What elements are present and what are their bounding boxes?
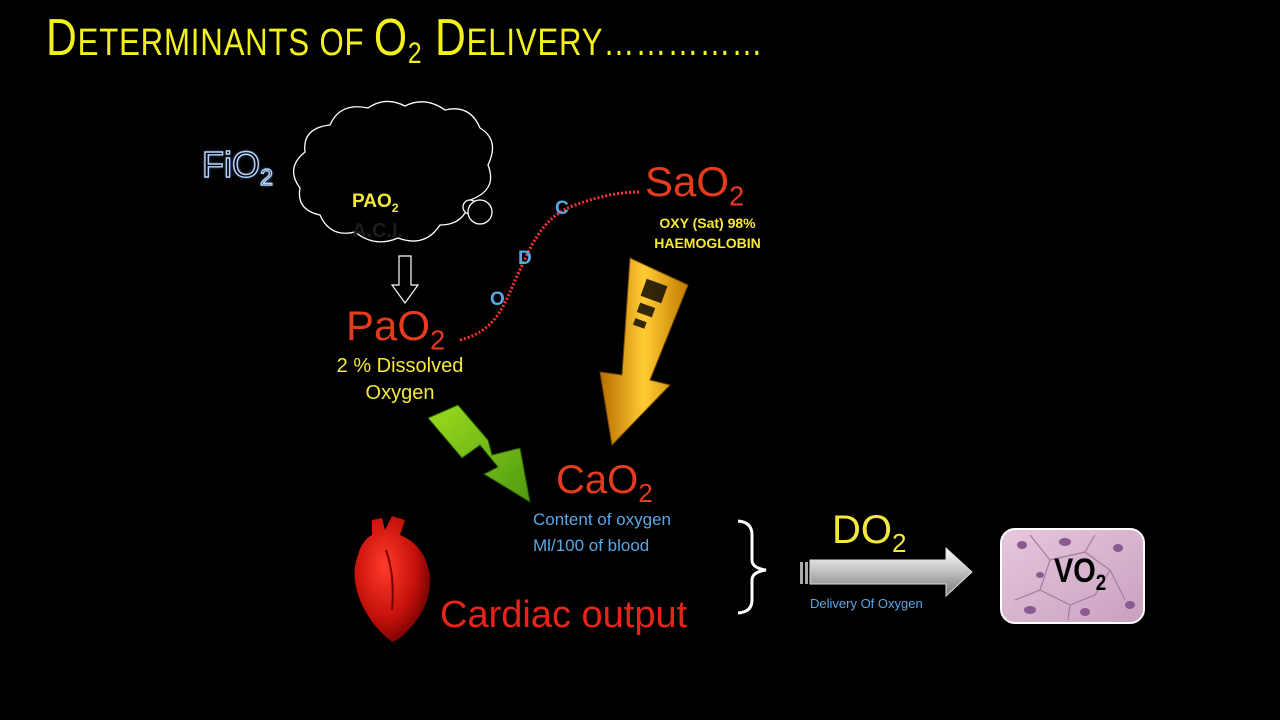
curve-letter-d: D (518, 248, 532, 269)
pao2-cloud-label: PAO2 (352, 191, 399, 215)
heart-icon (354, 516, 431, 642)
curve-letter-c: C (555, 198, 569, 219)
odc-curve (459, 190, 641, 342)
green-arrow (427, 404, 531, 504)
delivery-arrow (800, 546, 973, 598)
cardiac-output-label: Cardiac output (440, 594, 688, 636)
do2-label: DO2 (832, 508, 907, 558)
tissue-cells-image (1000, 528, 1145, 624)
page-title: DETERMINANTS OF O2 DELIVERY…………… (46, 9, 764, 70)
fio2-label: FiO2 (201, 143, 274, 191)
curve-letter-o: O (490, 289, 505, 310)
cloud-shape (293, 100, 494, 243)
gold-arrow (599, 257, 689, 447)
down-outline-arrow (390, 255, 420, 305)
do2-arrow-label: Delivery Of Oxygen (810, 596, 923, 611)
vo2-label: VO2 (1054, 552, 1107, 595)
sao2-label: SaO2 (645, 158, 745, 212)
sao2-description: OXY (Sat) 98%HAEMOGLOBIN (654, 215, 761, 251)
pao2-label: PaO2 (346, 302, 446, 356)
right-brace (737, 519, 767, 615)
cloud-note: A.C.I. (352, 220, 404, 242)
cao2-label: CaO2 (556, 458, 653, 508)
